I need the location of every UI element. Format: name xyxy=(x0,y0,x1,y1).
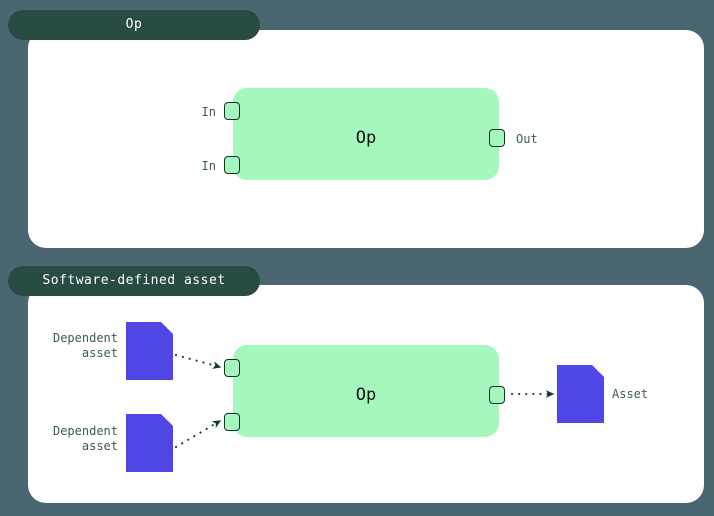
dependent-asset-1-label: Dependent asset xyxy=(52,331,118,360)
panel-tab-software-defined-asset[interactable]: Software-defined asset xyxy=(8,266,260,296)
port-in-1[interactable] xyxy=(224,102,240,120)
port-out-1-label: Out xyxy=(516,132,538,146)
op-node-top-label: Op xyxy=(355,128,377,148)
output-asset-label: Asset xyxy=(612,387,649,401)
dependent-asset-2-label: Dependent asset xyxy=(52,424,118,453)
document-icon[interactable] xyxy=(126,322,173,380)
port-out-2[interactable] xyxy=(489,386,505,404)
port-out-1[interactable] xyxy=(489,129,505,147)
document-icon[interactable] xyxy=(126,414,173,472)
port-in-4[interactable] xyxy=(224,413,240,431)
port-in-3[interactable] xyxy=(224,359,240,377)
port-in-2[interactable] xyxy=(224,156,240,174)
port-in-2-label: In xyxy=(201,159,216,173)
document-icon[interactable] xyxy=(557,365,604,423)
port-in-1-label: In xyxy=(201,105,216,119)
op-node-top[interactable] xyxy=(233,88,499,180)
panel-tab-op[interactable]: Op xyxy=(8,10,260,40)
op-node-bottom-label: Op xyxy=(355,385,377,405)
op-node-bottom[interactable] xyxy=(233,345,499,437)
